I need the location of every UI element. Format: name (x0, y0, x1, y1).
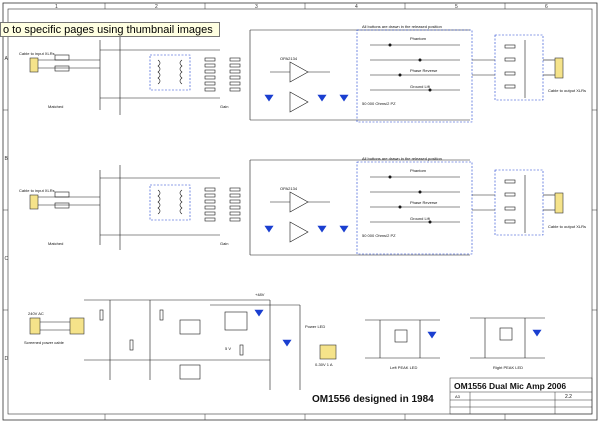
channel-top (29, 29, 564, 123)
grid-ticks (3, 3, 597, 420)
cable-in-bottom: Cable to input XLRs (19, 188, 55, 193)
peak-led-circuits (365, 317, 545, 359)
phantom-label-bottom: Phantom (410, 168, 427, 173)
cable-in-top: Cable to input XLRs (19, 51, 55, 56)
channel-bottom (29, 159, 564, 256)
grid-row-d: D (5, 356, 9, 362)
rail-48v: +48V (255, 292, 265, 297)
grid-row-b: B (5, 156, 9, 162)
rail-5v: 5 V (225, 346, 231, 351)
ground-lift-label-bottom: Ground Lift (410, 216, 431, 221)
grid-col-6: 6 (545, 4, 548, 10)
ohms-top: 50 000 Ohms/2 PZ (362, 101, 396, 106)
phase-reverse-label-bottom: Phase Reverse (410, 200, 438, 205)
title-block-revision: 2.2 (565, 394, 572, 400)
supply-vac: 240V AC (28, 311, 44, 316)
grid-row-c: C (5, 256, 9, 262)
title-block-size: A3 (455, 394, 461, 399)
grid-col-1: 1 (55, 4, 58, 10)
grid-row-a: A (5, 56, 9, 62)
frame-inner (7, 8, 593, 415)
gain-top: Gain (220, 104, 228, 109)
cable-out-bottom: Cable to output XLRs (548, 224, 586, 229)
ground-lift-label-top: Ground Lift (410, 84, 431, 89)
cable-out-top: Cable to output XLRs (548, 88, 586, 93)
grid-col-3: 3 (255, 4, 258, 10)
title-block (449, 377, 593, 415)
designed-note: OM1556 designed in 1984 (312, 394, 434, 405)
matched-bottom: Matched (48, 241, 63, 246)
tooltip: o to specific pages using thumbnail imag… (0, 22, 220, 37)
left-peak-label: Left PEAK LED (390, 365, 417, 370)
opamp-top: OPA2134 (280, 56, 298, 61)
grid-col-2: 2 (155, 4, 158, 10)
supply-vac-note: Screened power cable (24, 340, 65, 345)
gain-bottom: Gain (220, 241, 228, 246)
ohms-bottom: 50 000 Ohms/2 PZ (362, 233, 396, 238)
switch-note-bottom: All buttons are drawn in the released po… (362, 156, 442, 161)
opamp-bottom: OPA2134 (280, 186, 298, 191)
right-peak-label: Right PEAK LED (493, 365, 523, 370)
supply-current: 0-30V 1 A (315, 362, 333, 367)
grid-col-4: 4 (355, 4, 358, 10)
title-block-title: OM1556 Dual Mic Amp 2006 (454, 381, 566, 391)
switch-note-top: All buttons are drawn in the released po… (362, 24, 442, 29)
phase-reverse-label-top: Phase Reverse (410, 68, 438, 73)
power-supply (29, 299, 337, 390)
grid-col-5: 5 (455, 4, 458, 10)
power-led-label: Power LED (305, 324, 325, 329)
phantom-label-top: Phantom (410, 36, 427, 41)
matched-top: Matched (48, 104, 63, 109)
